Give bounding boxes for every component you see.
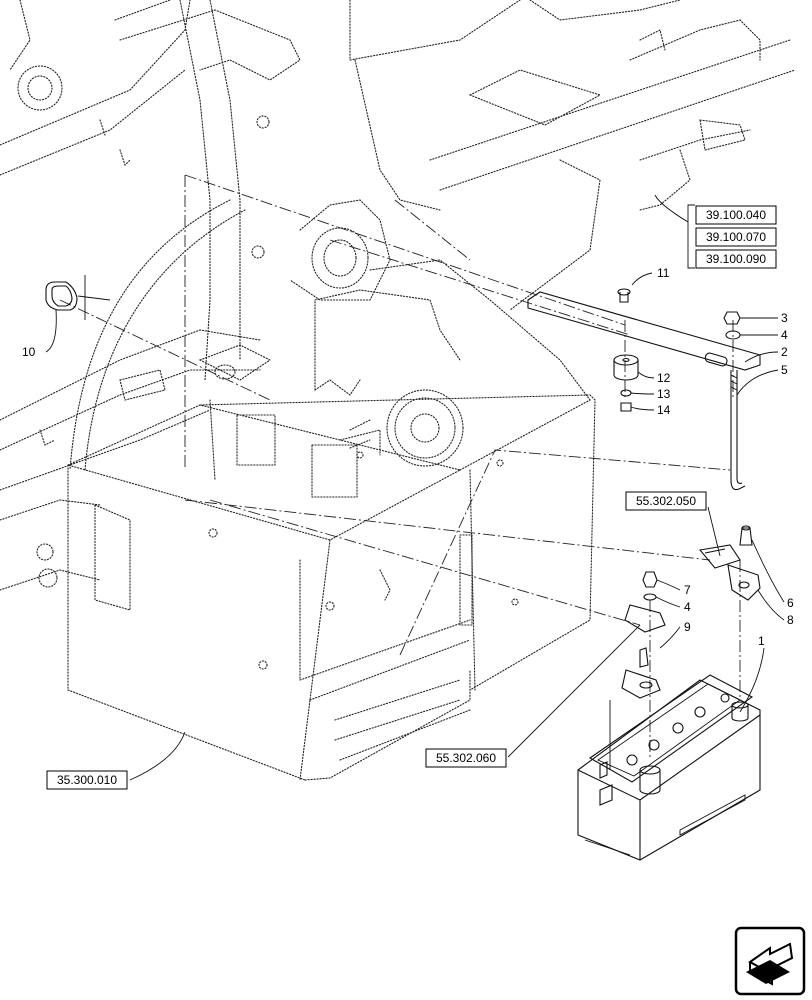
callout-3: 3: [781, 311, 788, 325]
callout-4: 4: [781, 328, 788, 342]
battery: [577, 674, 761, 861]
leader-lines: [45, 194, 785, 781]
svg-text:39.100.090: 39.100.090: [706, 252, 766, 266]
battery-box: [66, 259, 596, 781]
callout-1: 1: [758, 634, 765, 648]
svg-text:39.100.070: 39.100.070: [706, 230, 766, 244]
reference-boxes: 39.100.040 39.100.070 39.100.090 55.302.…: [46, 205, 777, 790]
callout-14: 14: [657, 403, 671, 417]
bolt-11: [617, 288, 631, 303]
ref-35-300-010[interactable]: 35.300.010: [46, 770, 128, 790]
rubber-mount-12: [613, 354, 639, 381]
callout-2: 2: [781, 345, 788, 359]
callout-13: 13: [657, 387, 671, 401]
callout-labels: 11 3 4 2 5 12 13 14 6 8 7 4 9 1 10: [22, 266, 794, 648]
callout-11: 11: [657, 266, 670, 280]
j-bolt-5: [730, 370, 746, 491]
ref-55-302-050[interactable]: 55.302.050: [625, 491, 707, 511]
callout-8: 8: [787, 613, 794, 627]
callout-9: 9: [684, 620, 691, 634]
callout-6: 6: [787, 596, 794, 610]
svg-text:39.100.040: 39.100.040: [706, 208, 766, 222]
washer-13: [620, 389, 632, 397]
callout-10: 10: [22, 345, 36, 359]
next-page-arrow-icon[interactable]: [734, 926, 806, 996]
machine-frame: [0, 0, 796, 591]
assembly-center-lines: [59, 174, 741, 760]
nut-14: [620, 402, 632, 412]
callout-5: 5: [781, 363, 788, 377]
hose-clamp-10: [45, 275, 111, 320]
ref-39-100-090[interactable]: 39.100.090: [695, 249, 777, 269]
svg-text:35.300.010: 35.300.010: [57, 773, 117, 787]
hold-down-bracket: [527, 291, 761, 371]
svg-text:55.302.050: 55.302.050: [636, 494, 696, 508]
terminal-clamp-positive: [698, 525, 761, 601]
callout-12: 12: [657, 371, 671, 385]
ref-55-302-060[interactable]: 55.302.060: [425, 748, 507, 768]
svg-text:55.302.060: 55.302.060: [436, 751, 496, 765]
callout-7: 7: [684, 583, 691, 597]
ref-39-100-070[interactable]: 39.100.070: [695, 227, 777, 247]
callout-4-lower: 4: [684, 600, 691, 614]
ref-39-100-040[interactable]: 39.100.040: [695, 205, 777, 225]
nut-3: [723, 311, 741, 325]
terminal-clamp-negative: [621, 571, 666, 699]
